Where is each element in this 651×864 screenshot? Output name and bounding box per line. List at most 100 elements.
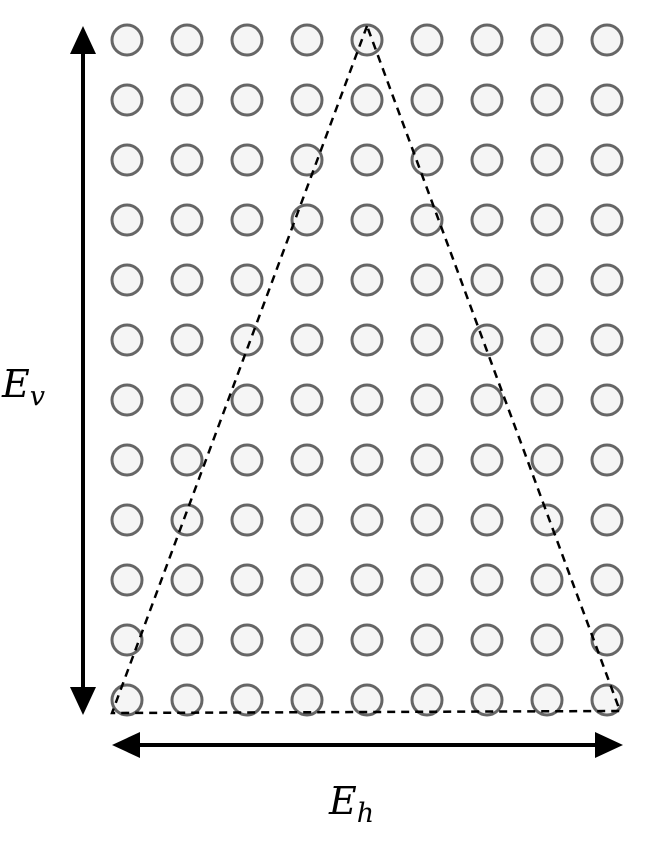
grid-circle [290, 683, 324, 717]
grid-circle [230, 323, 264, 357]
grid-circle [530, 443, 564, 477]
grid-circle [590, 143, 624, 177]
grid-circle [530, 323, 564, 357]
horizontal-arrow-right-head [595, 732, 623, 758]
horizontal-arrow-left-head [112, 732, 140, 758]
grid-circle [170, 203, 204, 237]
grid-circle [350, 83, 384, 117]
grid-circle [350, 623, 384, 657]
grid-circle [590, 563, 624, 597]
vertical-extent-arrow [70, 26, 96, 715]
grid-circle [170, 503, 204, 537]
grid-circle [530, 83, 564, 117]
grid-circle [110, 683, 144, 717]
grid-circle [230, 263, 264, 297]
grid-circle [470, 23, 504, 57]
grid-circle [110, 143, 144, 177]
grid-circle [470, 83, 504, 117]
grid-circle [230, 23, 264, 57]
grid-circle [410, 263, 444, 297]
grid-circle [230, 443, 264, 477]
vertical-arrow-top-head [70, 26, 96, 54]
vertical-label-main: E [1, 362, 30, 406]
grid-circle [230, 683, 264, 717]
grid-circle [290, 323, 324, 357]
grid-circle [350, 323, 384, 357]
vertical-extent-label: Ev [1, 362, 45, 412]
grid-circle [350, 203, 384, 237]
grid-circle [290, 263, 324, 297]
grid-circle [230, 143, 264, 177]
grid-circle [170, 83, 204, 117]
grid-circle [470, 143, 504, 177]
grid-circle [170, 683, 204, 717]
grid-circle [230, 503, 264, 537]
circle-grid [110, 23, 624, 717]
grid-circle [470, 203, 504, 237]
grid-circle [110, 263, 144, 297]
vertical-arrow-bottom-head [70, 687, 96, 715]
grid-circle [230, 83, 264, 117]
grid-circle [590, 503, 624, 537]
grid-circle [110, 23, 144, 57]
grid-circle [110, 383, 144, 417]
grid-circle [470, 383, 504, 417]
grid-circle [170, 23, 204, 57]
grid-circle [170, 143, 204, 177]
grid-circle [290, 143, 324, 177]
grid-circle [410, 323, 444, 357]
grid-circle [110, 443, 144, 477]
grid-circle [470, 503, 504, 537]
grid-circle [410, 203, 444, 237]
grid-circle [590, 23, 624, 57]
grid-circle [410, 83, 444, 117]
grid-circle [410, 683, 444, 717]
horizontal-extent-arrow [112, 732, 623, 758]
grid-circle [290, 503, 324, 537]
grid-circle [470, 683, 504, 717]
grid-circle [530, 143, 564, 177]
grid-circle [110, 83, 144, 117]
grid-circle [470, 623, 504, 657]
grid-circle [170, 323, 204, 357]
grid-circle [530, 383, 564, 417]
grid-circle [170, 563, 204, 597]
grid-circle [410, 623, 444, 657]
grid-circle [590, 443, 624, 477]
grid-circle [110, 503, 144, 537]
grid-circle [530, 683, 564, 717]
grid-circle [170, 443, 204, 477]
grid-circle [590, 263, 624, 297]
grid-circle [350, 563, 384, 597]
grid-circle [350, 443, 384, 477]
grid-circle [350, 683, 384, 717]
grid-circle [230, 383, 264, 417]
grid-circle [590, 83, 624, 117]
grid-circle [230, 563, 264, 597]
grid-circle [110, 563, 144, 597]
grid-circle [470, 563, 504, 597]
grid-circle [110, 203, 144, 237]
grid-circle [530, 623, 564, 657]
grid-circle [290, 383, 324, 417]
grid-circle [410, 383, 444, 417]
grid-circle [590, 383, 624, 417]
grid-circle [290, 563, 324, 597]
grid-circle [290, 443, 324, 477]
grid-circle [530, 503, 564, 537]
grid-circle [110, 323, 144, 357]
vertical-label-subscript: v [30, 381, 45, 412]
grid-circle [590, 203, 624, 237]
grid-circle [410, 563, 444, 597]
dashed-triangle [110, 22, 622, 715]
grid-circle [470, 263, 504, 297]
grid-circle [110, 623, 144, 657]
grid-circle [530, 203, 564, 237]
grid-circle [170, 623, 204, 657]
grid-circle [530, 563, 564, 597]
grid-circle [410, 443, 444, 477]
grid-circle [290, 83, 324, 117]
grid-circle [230, 623, 264, 657]
grid-circle [530, 23, 564, 57]
